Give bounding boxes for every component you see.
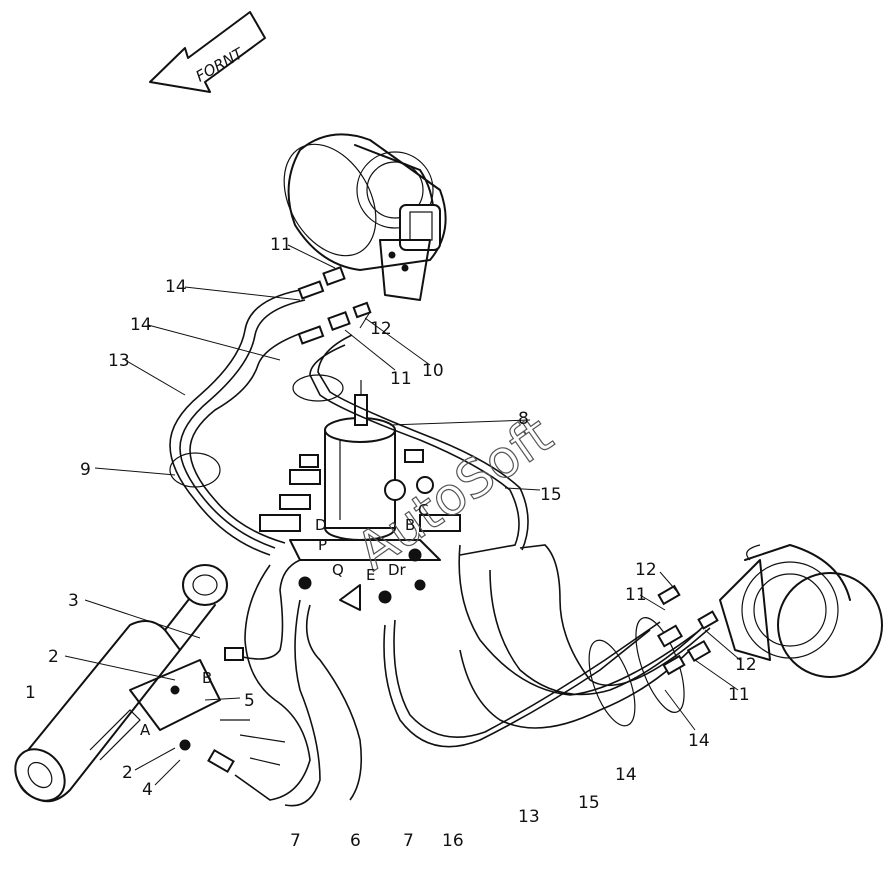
port-e-label: E — [366, 566, 375, 584]
callout-15: 15 — [540, 485, 562, 505]
callout-12: 12 — [370, 319, 392, 339]
callout-labels: 11 14 14 13 12 11 10 8 9 15 3 2 1 5 2 4 … — [25, 235, 757, 851]
front-direction-arrow: FORNT — [149, 11, 266, 93]
callout-2: 2 — [122, 763, 133, 783]
callout-13: 13 — [518, 807, 540, 827]
front-arrow-label: FORNT — [193, 43, 248, 85]
callout-12: 12 — [635, 560, 657, 580]
callout-13: 13 — [108, 351, 130, 371]
lower-travel-motor — [719, 544, 883, 678]
callout-15: 15 — [578, 793, 600, 813]
callout-10: 11 — [728, 685, 750, 705]
callout-6: 7 — [290, 831, 301, 851]
callout-3: 4 — [142, 780, 153, 800]
callout-4: 5 — [244, 691, 255, 711]
port-labels: A B C B D P Q E Dr — [140, 501, 428, 739]
callout-11: 11 — [390, 369, 412, 389]
callout-5: 6 — [350, 831, 361, 851]
upper-travel-motor — [283, 133, 447, 301]
leader-lines — [64, 244, 741, 786]
callout-11: 12 — [735, 655, 757, 675]
callout-11: 11 — [270, 235, 292, 255]
callout-10: 10 — [422, 361, 444, 381]
hose-routing — [169, 266, 719, 807]
callout-16: 16 — [442, 831, 464, 851]
callout-9: 9 — [80, 460, 91, 480]
callout-7: 7 — [403, 831, 414, 851]
callout-14: 14 — [615, 765, 637, 785]
port-c-label: C — [418, 501, 428, 519]
port-dr-label: Dr — [388, 561, 407, 579]
callout-14: 14 — [130, 315, 152, 335]
callout-1: 1 — [25, 683, 36, 703]
callout-14: 14 — [165, 277, 187, 297]
port-b-label: B — [202, 669, 212, 687]
port-a-label: A — [140, 721, 151, 739]
callout-11: 11 — [625, 585, 647, 605]
callout-2: 2 — [48, 647, 59, 667]
hydraulic-cylinder — [14, 564, 228, 803]
callout-14: 14 — [688, 731, 710, 751]
callout-8: 8 — [518, 409, 529, 429]
port-d-label: D — [315, 516, 327, 534]
port-q-label: Q — [332, 561, 344, 579]
callout-3: 3 — [68, 591, 79, 611]
port-p-label: P — [318, 536, 327, 554]
port-b-label: B — [405, 516, 415, 534]
